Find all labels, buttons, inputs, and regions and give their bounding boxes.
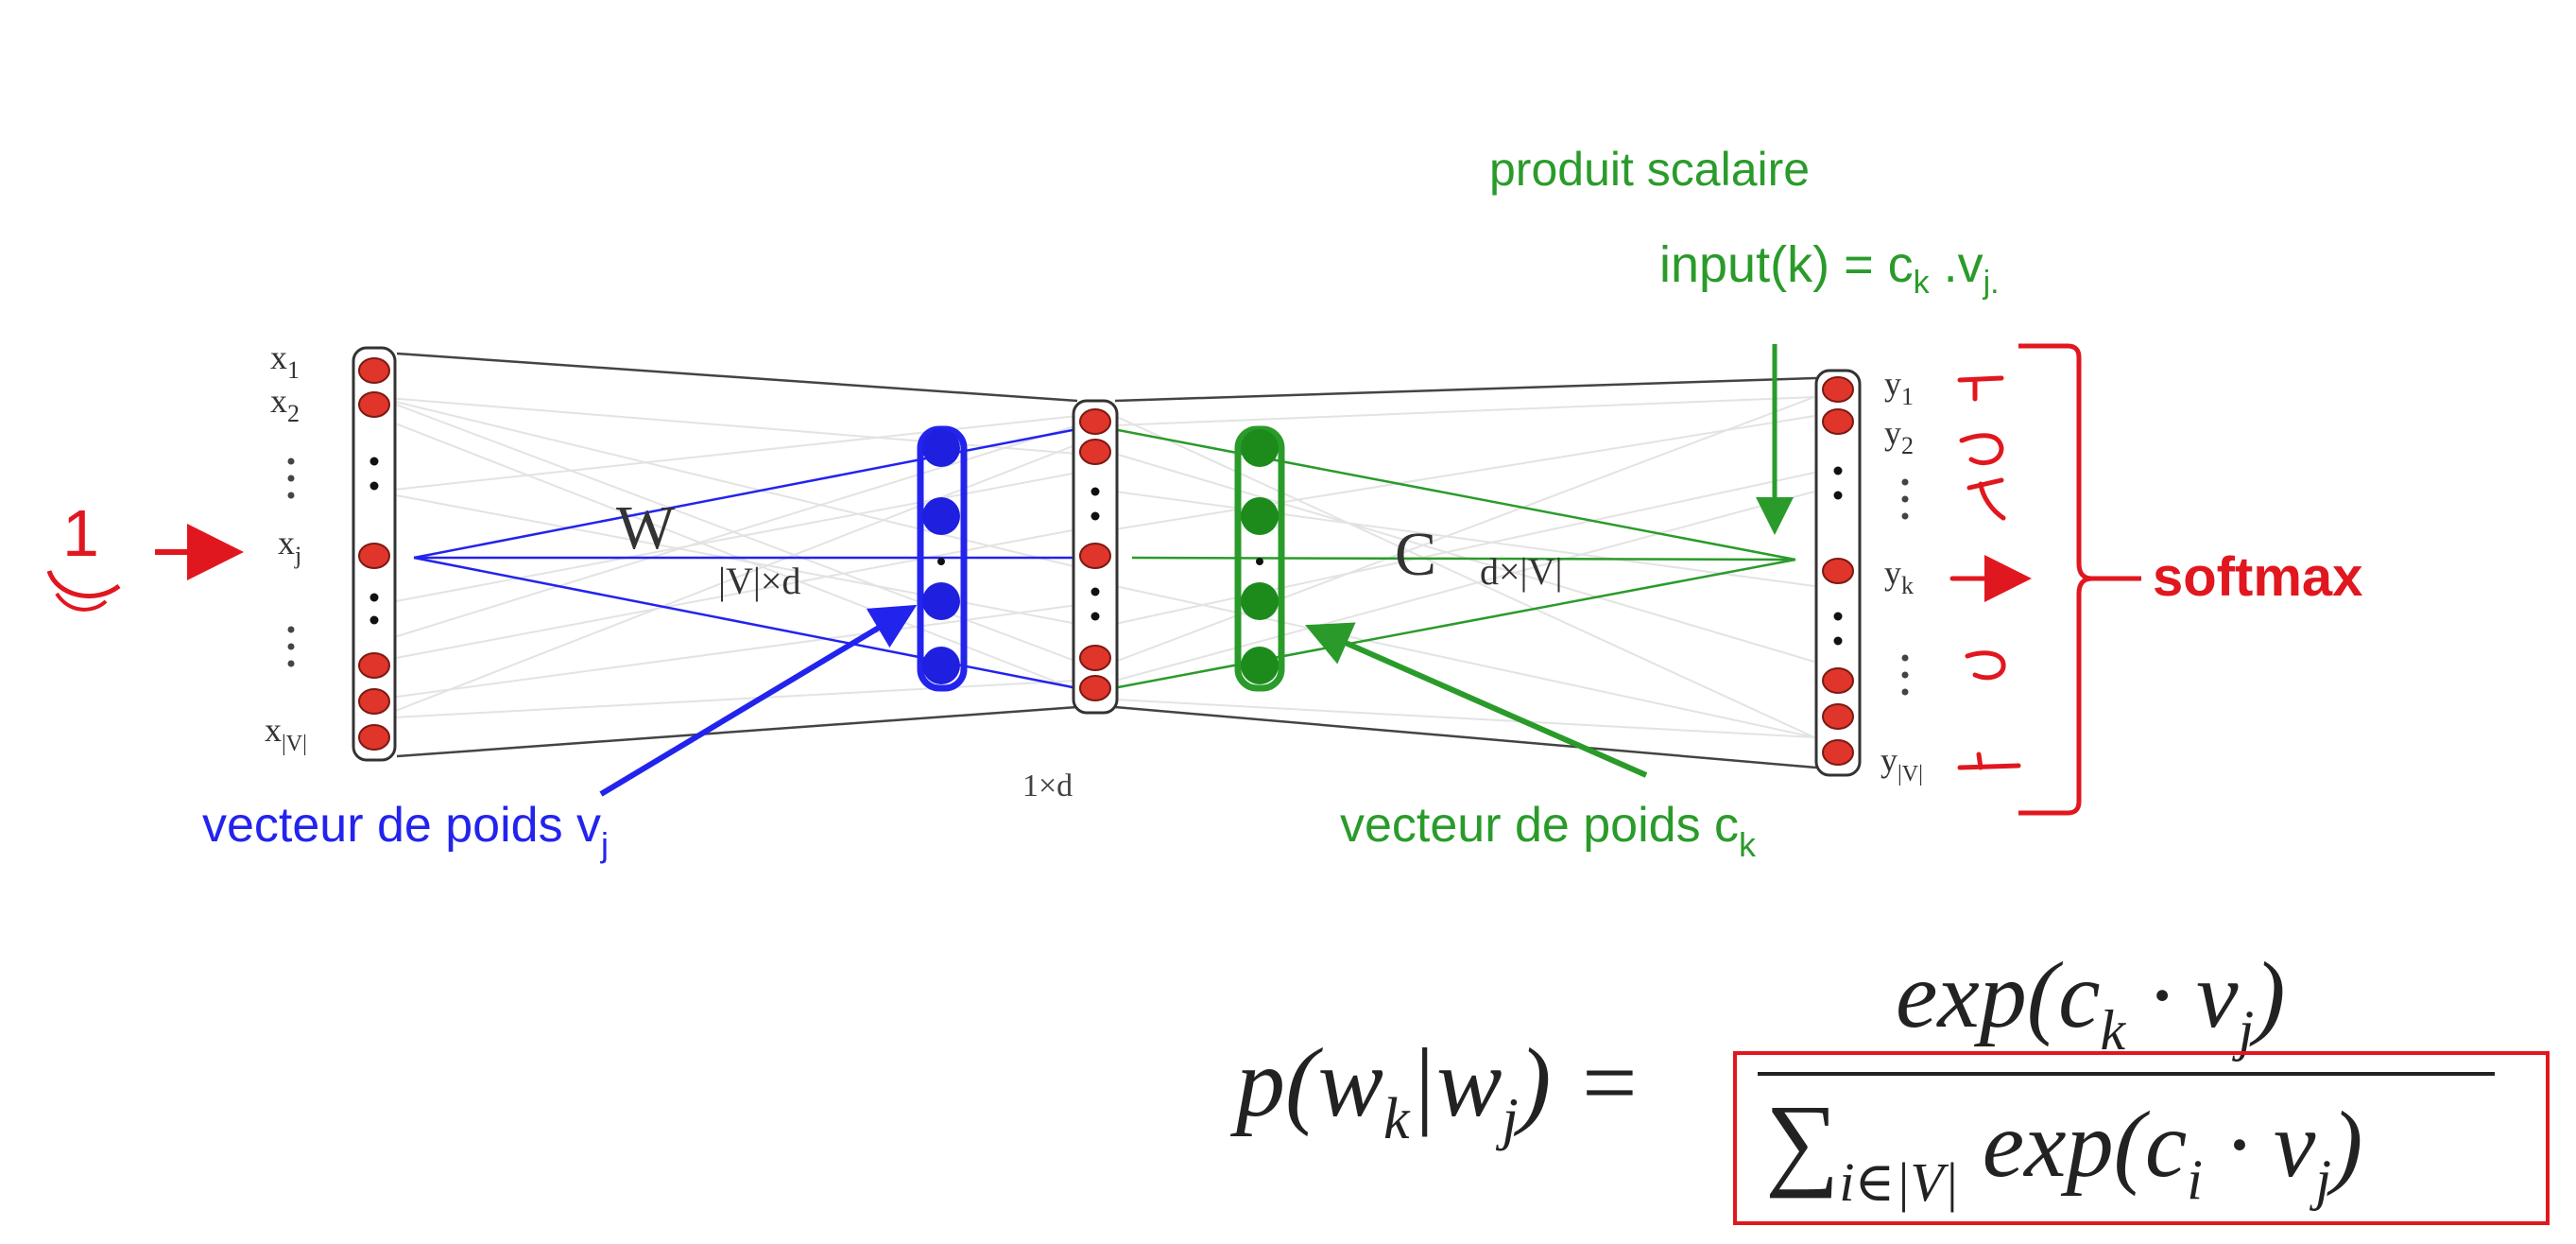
produit-scalaire-label: produit scalaire xyxy=(1489,143,1810,196)
label-W-dims: |V|×d xyxy=(718,560,800,602)
label-xj: xj xyxy=(278,524,301,569)
label-y2: y2 xyxy=(1884,414,1914,459)
ck-pointer-arrow xyxy=(1305,622,1648,778)
formula-lhs: p(wk|wj) = xyxy=(1229,1028,1642,1151)
hidden-layer-dims: 1×d xyxy=(1022,769,1073,803)
label-yk: yk xyxy=(1884,554,1914,599)
vecteur-ck-label: vecteur de poids ck xyxy=(1340,798,1757,864)
weight-mesh-right xyxy=(1114,396,1815,738)
label-x1: x1 xyxy=(270,338,300,384)
weight-vector-vj xyxy=(917,425,968,692)
denominator-highlight-box xyxy=(1733,1051,2550,1225)
label-x2: x2 xyxy=(270,382,300,427)
label-W: W xyxy=(616,493,676,562)
label-yV: y|V| xyxy=(1880,741,1923,786)
input-node-xj xyxy=(358,543,390,569)
svg-text:1: 1 xyxy=(62,496,99,570)
label-y1: y1 xyxy=(1884,365,1914,410)
softmax-label: softmax xyxy=(2153,546,2362,608)
network-outline xyxy=(396,352,1817,769)
input-node-x2 xyxy=(358,391,390,418)
input-ellipsis xyxy=(287,458,295,667)
label-C-dims: d×|V| xyxy=(1480,550,1562,593)
output-marks xyxy=(1949,375,2032,770)
one-hot-input: 1 xyxy=(46,496,244,612)
vecteur-vj-label: vecteur de poids vj xyxy=(202,798,609,864)
hidden-layer xyxy=(1072,399,1119,715)
label-C: C xyxy=(1395,520,1436,589)
softmax-bracket xyxy=(2018,343,2093,816)
input-node-x1 xyxy=(358,357,390,384)
formula-denominator: ∑i∈|V| exp(ci · vj) xyxy=(1765,1083,2362,1213)
label-xV: x|V| xyxy=(265,711,307,756)
vj-pointer-arrow xyxy=(599,604,918,797)
formula-numerator: exp(ck · vj) xyxy=(1896,942,2285,1062)
output-ellipsis xyxy=(1901,478,1909,696)
input-node-a xyxy=(358,652,390,679)
input-layer xyxy=(352,346,397,762)
input-k-formula: input(k) = ck .vj. xyxy=(1659,236,2000,301)
output-layer xyxy=(1814,369,1862,777)
input-node-b xyxy=(358,688,390,715)
weight-vector-ck xyxy=(1234,425,1285,692)
softmax-formula: p(wk|wj) = exp(ck · vj) ∑i∈|V| exp(ci · … xyxy=(1229,942,2495,1213)
input-node-xV xyxy=(358,724,390,751)
c-connections xyxy=(1112,427,1796,690)
